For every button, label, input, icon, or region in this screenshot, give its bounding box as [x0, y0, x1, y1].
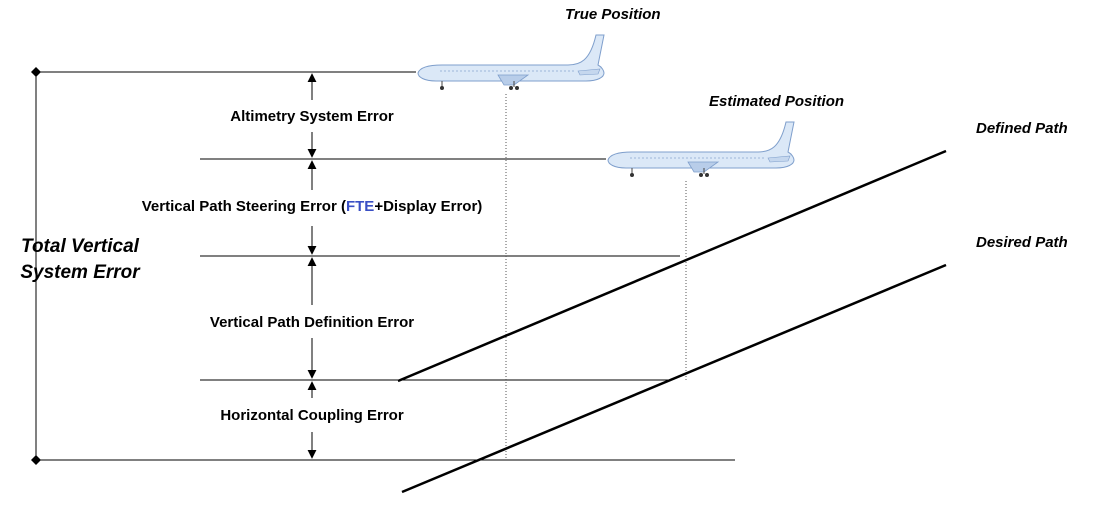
- estimated-position-label: Estimated Position: [709, 93, 845, 110]
- steering-suffix: +Display Error): [374, 198, 483, 215]
- defined-path-line: [397, 149, 947, 383]
- total-vertical-system-error-label: Total Vertical System Error: [20, 234, 139, 286]
- total-vertical-line1: Total Vertical: [21, 236, 139, 257]
- definition-error-label: Vertical Path Definition Error: [209, 314, 415, 331]
- desired-path-label: Desired Path: [976, 234, 1068, 251]
- fte-highlight: FTE: [345, 198, 375, 215]
- steering-prefix: Vertical Path Steering Error (: [141, 198, 346, 215]
- top-diamond: [31, 67, 41, 77]
- steering-error-label: Vertical Path Steering Error (FTE+Displa…: [142, 198, 483, 215]
- bottom-diamond: [31, 455, 41, 465]
- estimated-position-aircraft-icon: [607, 121, 795, 178]
- desired-path-line: [401, 263, 947, 494]
- true-position-label: True Position: [565, 6, 661, 23]
- defined-path-label: Defined Path: [976, 120, 1068, 137]
- coupling-error-label: Horizontal Coupling Error: [220, 407, 404, 424]
- true-position-aircraft-icon: [417, 34, 605, 91]
- total-vertical-line2: System Error: [20, 262, 140, 283]
- altimetry-error-label: Altimetry System Error: [230, 108, 394, 125]
